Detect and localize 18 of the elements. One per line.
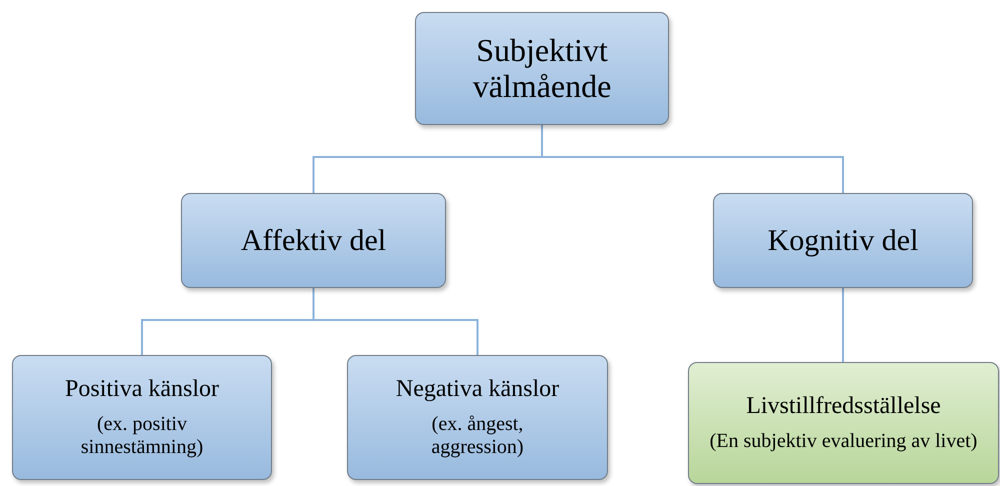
box-heading: Negativa känslor (396, 376, 560, 403)
box-description: (En subjektiv evaluering av livet) (710, 430, 978, 453)
concept-box (713, 193, 973, 288)
box-heading: Positiva känslor (65, 376, 219, 403)
connector-line (842, 287, 844, 362)
box-heading: Affektiv del (240, 224, 386, 258)
box-heading: Subjektivt välmående (472, 32, 612, 104)
concept-box (347, 355, 608, 480)
box-description: (ex. ångest, aggression) (430, 412, 525, 459)
concept-box (12, 355, 272, 480)
box-description: (ex. positiv sinnestämning) (80, 412, 204, 459)
concept-box (688, 362, 999, 484)
connector-line (541, 125, 844, 193)
box-heading: Livstillfredsställelse (746, 393, 941, 420)
connector-line (312, 288, 478, 355)
concept-box (181, 193, 446, 288)
box-heading: Kognitiv del (768, 224, 918, 258)
concept-box (415, 12, 669, 125)
